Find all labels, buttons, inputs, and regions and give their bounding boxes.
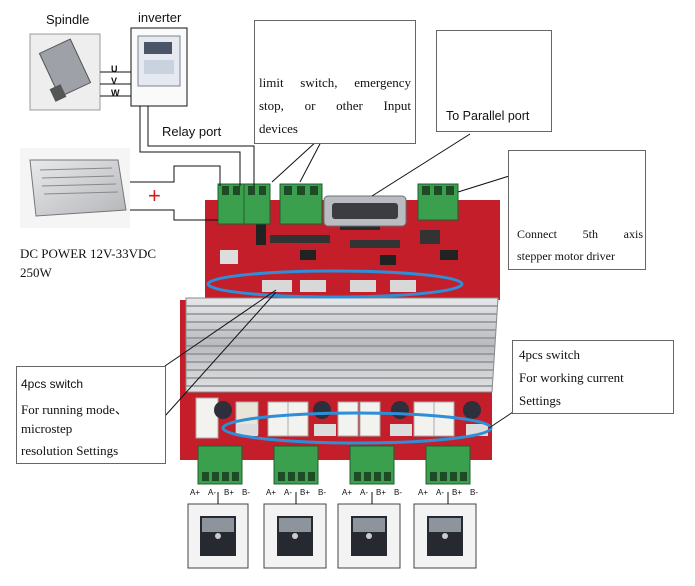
relay-terminal: [243, 183, 271, 225]
v-phase-label: V: [111, 76, 118, 86]
pin-b-minus: B-: [317, 488, 326, 497]
inverter-label: inverter: [138, 10, 182, 25]
plus-sign: +: [148, 183, 161, 208]
w-phase-label: W: [111, 88, 120, 98]
pin-a-minus: A-: [360, 488, 368, 497]
running-mode-line1: 4pcs switch: [21, 377, 84, 391]
running-mode-line2: For running mode、: [21, 402, 128, 417]
motor-pins-4: A+ A- B+ B-: [418, 488, 478, 497]
spindle-label: Spindle: [46, 12, 90, 27]
current-line2: For working current: [519, 370, 624, 385]
motor-terminal-a: [425, 445, 471, 485]
parallel-port-label: To Parallel port: [446, 109, 530, 123]
dc-power-label: DC POWER 12V-33VDC: [20, 246, 157, 261]
word: switch,: [300, 75, 338, 90]
pin-b-plus: B+: [299, 488, 310, 497]
word: emergency: [354, 75, 411, 90]
dc-power-wattage: 250W: [20, 265, 52, 280]
pin-b-plus: B+: [451, 488, 462, 497]
pin-a-minus: A-: [284, 488, 292, 497]
pin-a-plus: A+: [418, 488, 429, 497]
fifth-axis-callout: Connect 5th axis stepper motor driver: [508, 150, 646, 270]
pin-b-plus: B+: [375, 488, 386, 497]
word: Input: [383, 98, 411, 113]
inverter-image: [130, 27, 188, 107]
spindle-motor-image: [29, 33, 101, 111]
pin-b-minus: B-: [469, 488, 478, 497]
stepper-motor-3: [337, 503, 401, 569]
motor-terminal-y: [273, 445, 319, 485]
working-current-callout: 4pcs switch For working current Settings: [512, 340, 674, 414]
stepper-motor-1: [187, 503, 249, 569]
pin-a-plus: A+: [190, 488, 201, 497]
motor-pins-1: A+ A- B+ B-: [190, 488, 250, 497]
running-mode-line4: resolution Settings: [21, 443, 119, 458]
limit-switch-callout: limit switch, emergency stop, or other I…: [254, 20, 416, 144]
word: axis: [623, 227, 643, 241]
word: or: [304, 98, 316, 113]
pin-b-plus: B+: [223, 488, 234, 497]
stepper-motor-2: [263, 503, 327, 569]
motor-terminal-x: [197, 445, 243, 485]
word: 5th: [582, 227, 598, 241]
fifth-axis-line2: stepper motor driver: [517, 249, 615, 263]
inverter-outline: [130, 27, 188, 107]
word: Connect: [517, 227, 557, 241]
current-line3: Settings: [519, 393, 561, 408]
pin-a-plus: A+: [342, 488, 353, 497]
pin-b-minus: B-: [241, 488, 250, 497]
pin-a-minus: A-: [208, 488, 216, 497]
driver-components: [195, 397, 488, 439]
running-mode-line3: microstep: [21, 421, 73, 436]
relay-port-label: Relay port: [162, 124, 222, 139]
power-supply-image: [20, 148, 130, 228]
pin-a-plus: A+: [266, 488, 277, 497]
word: stop,: [259, 98, 284, 113]
limit-switch-line3: devices: [259, 121, 298, 136]
heatsink: [185, 297, 499, 393]
pin-b-minus: B-: [393, 488, 402, 497]
motor-terminal-z: [349, 445, 395, 485]
motor-pins-2: A+ A- B+ B-: [266, 488, 326, 497]
bottom-dip-switch-highlight: [221, 411, 493, 445]
top-dip-switch-highlight: [206, 269, 464, 299]
power-terminal: [217, 183, 245, 225]
parallel-port-callout: To Parallel port: [436, 30, 552, 132]
current-line1: 4pcs switch: [519, 347, 581, 362]
word: other: [336, 98, 363, 113]
stepper-motor-4: [413, 503, 477, 569]
parallel-port-connector: [323, 195, 407, 227]
motor-pins-3: A+ A- B+ B-: [342, 488, 402, 497]
running-mode-callout: 4pcs switch For running mode、 microstep …: [16, 366, 166, 464]
u-phase-label: U: [111, 64, 118, 74]
pin-a-minus: A-: [436, 488, 444, 497]
wiring: [100, 71, 523, 504]
word: limit: [259, 75, 284, 90]
input-terminal: [279, 183, 323, 225]
fifth-axis-terminal: [417, 183, 459, 221]
